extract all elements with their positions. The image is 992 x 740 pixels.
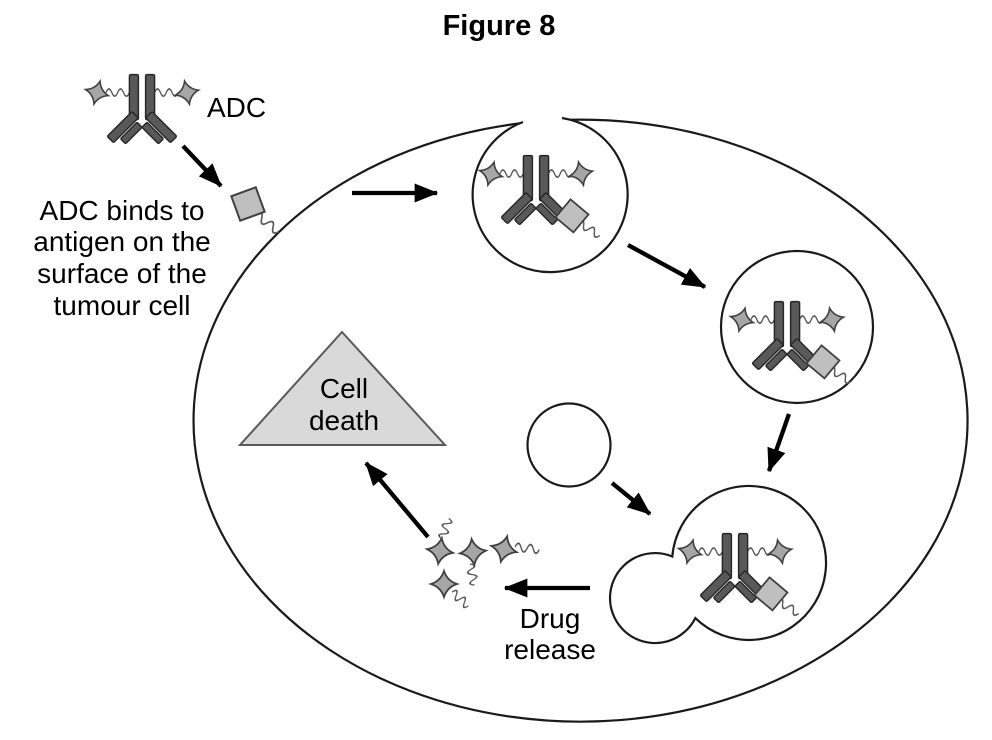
drug-release-line: release [504,634,596,665]
lysosome [526,402,612,488]
adc-icon [83,75,201,144]
drug-release-line: Drug [520,603,581,634]
binding-caption-line: ADC binds to [40,195,205,226]
figure-title: Figure 8 [443,10,556,42]
binding-caption-line: antigen on the [33,226,211,257]
arrow-endosome-trafficking-1 [626,243,707,289]
drug-molecule-icon [424,516,456,567]
binding-caption: ADC binds to antigen on the surface of t… [33,195,211,321]
endosome-1 [471,116,629,274]
drug-molecule-icon [487,532,541,566]
antigen-square [230,186,266,222]
drug-release-label: Drug release [504,603,596,665]
released-drug-molecules [424,516,541,610]
adc-label: ADC [207,92,266,123]
arrow-adc-binding [181,144,223,188]
cell-death-label: Cell death [309,373,379,436]
cell-death-triangle [237,330,448,446]
cell-death-line: Cell [320,373,368,404]
tumour-cell-membrane [192,118,969,723]
binding-caption-line: surface of the [37,258,207,289]
cell-death-line: death [309,405,379,436]
binding-caption-line: tumour cell [54,290,191,321]
arrow-lysosome-fusion [610,481,652,516]
antigen-icon [230,186,283,236]
drug-molecule-icon [430,570,472,610]
arrow-cell-death [364,461,430,539]
arrow-endosome-trafficking-2 [766,413,792,473]
drug-molecule-icon [457,536,489,587]
